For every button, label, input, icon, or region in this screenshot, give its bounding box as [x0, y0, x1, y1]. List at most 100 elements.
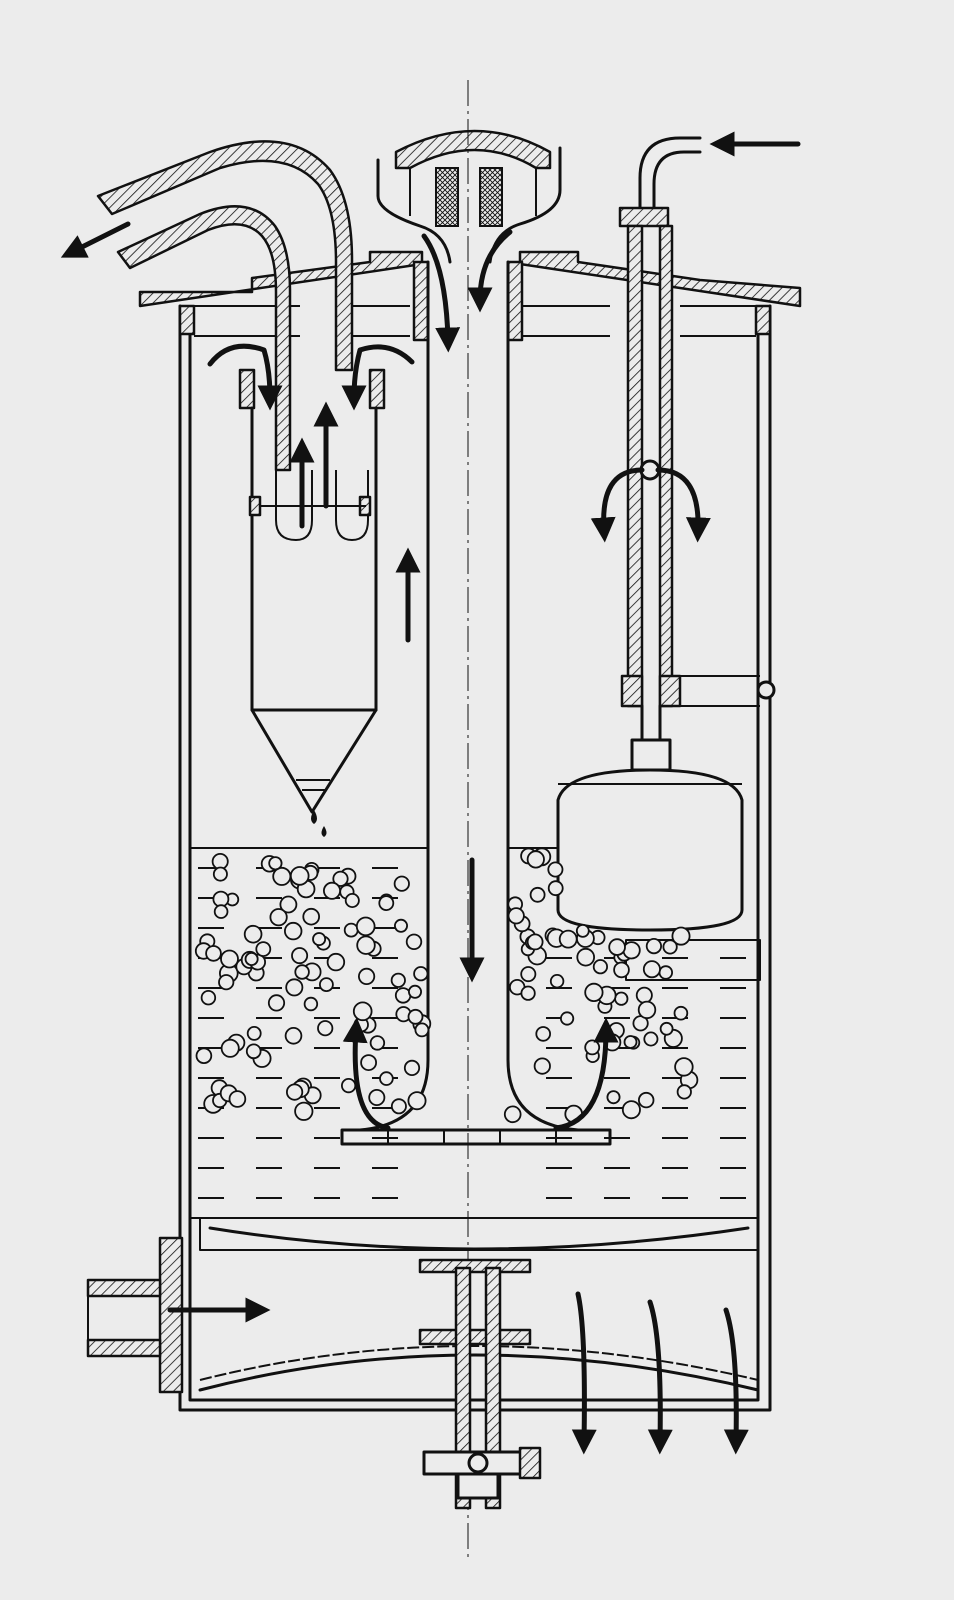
gas-bubble [576, 947, 595, 967]
gas-bubble [284, 921, 303, 941]
gas-bubble [220, 949, 239, 969]
gas-bubble [526, 933, 544, 951]
distributor-plate [198, 1217, 760, 1392]
gas-bubble [357, 967, 376, 986]
gas-bubble [526, 850, 545, 869]
gas-bubble [533, 1057, 551, 1075]
gas-bubble [368, 1089, 386, 1107]
gas-bubble [613, 961, 630, 979]
gas-bubble [584, 1039, 601, 1056]
gas-bubble [200, 990, 217, 1006]
gas-bubble [244, 952, 259, 967]
gas-bubble [503, 1105, 522, 1124]
gas-bubble [676, 1084, 692, 1100]
rod-clamp [756, 680, 776, 700]
gas-bubble [303, 996, 319, 1012]
gas-bubble [340, 1078, 357, 1094]
gas-bubble [268, 856, 283, 871]
screen-left [435, 167, 459, 227]
gas-outlet-pipe [60, 140, 369, 541]
gas-bubble [390, 972, 406, 988]
gas-bubble [614, 991, 629, 1006]
gas-bubble [212, 866, 228, 882]
gas-bubble [393, 875, 410, 892]
liquid-bath [190, 847, 746, 1199]
top-inlet-cap [376, 129, 562, 353]
gas-bubble [213, 904, 229, 919]
central-downcomer-tube [340, 80, 612, 1560]
gas-bubble [343, 922, 359, 938]
gas-bubble [379, 1071, 394, 1086]
gas-bubble [659, 1021, 674, 1036]
gas-bubble [344, 893, 360, 909]
gas-bubble [284, 1027, 303, 1045]
gas-bubble [302, 907, 321, 926]
gas-bubble [318, 977, 334, 992]
gas-bubble [635, 986, 653, 1004]
gas-bubble [285, 1083, 304, 1101]
gas-bubble [623, 1035, 638, 1049]
gas-bubble [674, 1057, 694, 1077]
gas-bubble [393, 918, 408, 933]
gas-bubble [658, 965, 674, 980]
gas-bubble [529, 886, 546, 903]
gas-bubble [228, 1090, 247, 1108]
gas-bubble [642, 960, 661, 979]
float-and-rod [556, 206, 776, 981]
gas-bubble [559, 1011, 575, 1026]
gas-bubble [638, 1091, 655, 1109]
gas-bubble [645, 937, 663, 955]
gas-bubble [520, 985, 536, 1001]
gas-bubble [332, 870, 349, 887]
float [556, 768, 744, 932]
gas-bubble [547, 880, 564, 897]
gas-bubble [671, 926, 691, 946]
screen-right [479, 167, 503, 227]
gas-bubble [414, 1022, 430, 1038]
gas-bubble [255, 941, 272, 957]
gas-bubble [289, 866, 310, 886]
gas-bubble [407, 1008, 424, 1025]
gas-bubble [637, 1000, 657, 1020]
gas-bubble [360, 1054, 378, 1071]
gas-bubble [535, 1026, 551, 1042]
gas-bubble [606, 1090, 621, 1105]
gas-bubble [317, 1020, 334, 1037]
gas-bubble [369, 1035, 386, 1051]
gas-bubble [322, 881, 341, 900]
gas-bubble [575, 924, 590, 938]
gas-bubble [195, 1047, 213, 1064]
gas-bubble [673, 1005, 689, 1021]
gas-bubble [507, 907, 525, 925]
gas-bubble [558, 929, 578, 949]
gas-bubble [355, 916, 376, 937]
gas-bubble [245, 1043, 262, 1060]
gas-bubble [279, 895, 298, 914]
gas-bubble [621, 1100, 641, 1120]
gas-bubble [218, 974, 235, 991]
gas-bubble [407, 984, 422, 999]
gas-bubble [294, 1101, 314, 1121]
gas-bubble [407, 1091, 427, 1111]
top-cover-flange [138, 250, 802, 337]
gas-bubble [356, 935, 376, 955]
liquid-inlet-pipe [638, 131, 801, 216]
gas-bubble [662, 939, 678, 955]
cyclone-separator [207, 343, 421, 837]
gas-bubble [285, 978, 304, 997]
gas-bubble [220, 1038, 240, 1058]
gas-bubble [622, 941, 641, 960]
gas-bubble [205, 945, 222, 962]
gas-bubble [243, 924, 263, 944]
gas-bubble [608, 938, 626, 956]
gas-bubble [267, 994, 286, 1012]
outflow-arrows [571, 1291, 749, 1455]
gas-bubble [294, 964, 310, 980]
gas-bubble [520, 966, 537, 983]
gas-bubble [312, 932, 327, 947]
gas-bubble [413, 966, 429, 982]
gas-bubble [246, 1026, 262, 1041]
gas-bubble [352, 1001, 373, 1022]
gas-bubble [405, 933, 423, 951]
